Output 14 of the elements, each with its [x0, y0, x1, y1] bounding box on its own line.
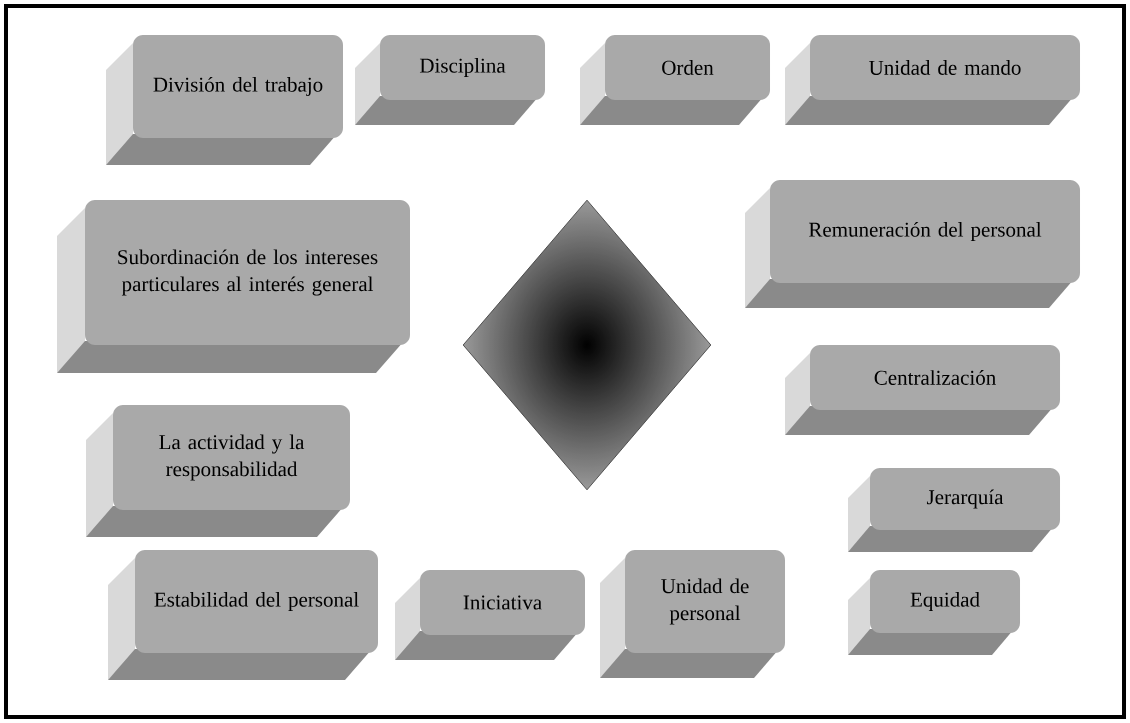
block-box: Subordinación de los intereses particulares al interés general [57, 200, 410, 373]
block-box: Remuneración del personal [745, 180, 1080, 308]
block-box: Unidad de mando [785, 35, 1080, 125]
block-box: Centralización [785, 345, 1060, 435]
block-box: Unidad de personal [600, 550, 785, 678]
block-box: La actividad y la responsabilidad [86, 405, 350, 537]
block-box: Disciplina [355, 35, 545, 125]
block-box: División del trabajo [106, 35, 343, 165]
block-box: Jerarquía [848, 468, 1060, 552]
block-box: Iniciativa [395, 570, 585, 660]
block-box: Equidad [848, 570, 1020, 655]
block-box: Estabilidad del personal [108, 550, 378, 680]
block-box: Orden [580, 35, 770, 125]
diamond-shape [462, 199, 712, 491]
